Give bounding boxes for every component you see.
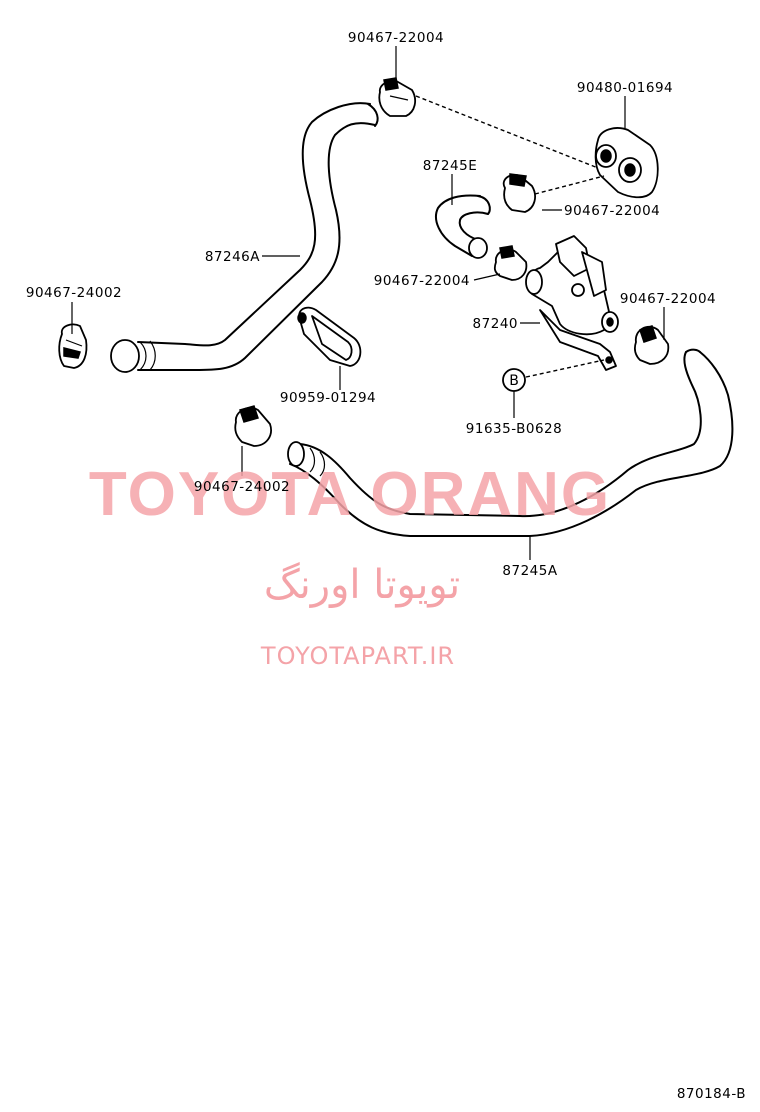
callout-letter: B: [509, 373, 519, 389]
label-clip-valve-left: 90467-22004: [374, 273, 470, 289]
watermark-persian: تویوتا اورنگ: [264, 562, 460, 608]
watermark-title: TOYOTA ORANG: [89, 460, 611, 529]
label-hose-upper: 87246A: [205, 249, 260, 265]
clip-right-upper-icon: [502, 173, 536, 213]
label-hose-lower: 87245A: [502, 563, 557, 579]
label-clip-right-upper: 90467-22004: [564, 203, 660, 219]
label-bolt: 91635-B0628: [466, 421, 562, 437]
clip-bottom-left-icon: [234, 405, 272, 447]
label-clip-left: 90467-24002: [26, 285, 122, 301]
label-hose-small: 87245E: [423, 158, 477, 174]
clip-valve-right-icon: [633, 325, 670, 365]
diagram-code: 870184-B: [677, 1086, 746, 1102]
clip-top-icon: [378, 77, 417, 117]
label-clip-top: 90467-22004: [348, 30, 444, 46]
callout-b: B: [502, 368, 526, 392]
hose-87245e: [435, 194, 491, 259]
clip-valve-left-icon: [493, 245, 528, 281]
label-clamp: 90959-01294: [280, 390, 376, 406]
clip-left-icon: [58, 323, 88, 369]
watermark: TOYOTA ORANG تویوتا اورنگ TOYOTAPART.IR: [89, 460, 611, 670]
label-valve: 87240: [473, 316, 518, 332]
hose-87245a: [287, 348, 734, 537]
label-clip-valve-right: 90467-22004: [620, 291, 716, 307]
label-grommet: 90480-01694: [577, 80, 673, 96]
watermark-url: TOYOTAPART.IR: [260, 642, 455, 670]
hose-87246a: [110, 102, 379, 373]
label-clip-bottom-left: 90467-24002: [194, 479, 290, 495]
water-valve-icon: [525, 235, 619, 371]
grommet-icon: [594, 127, 659, 199]
clamp-icon: [297, 306, 362, 367]
